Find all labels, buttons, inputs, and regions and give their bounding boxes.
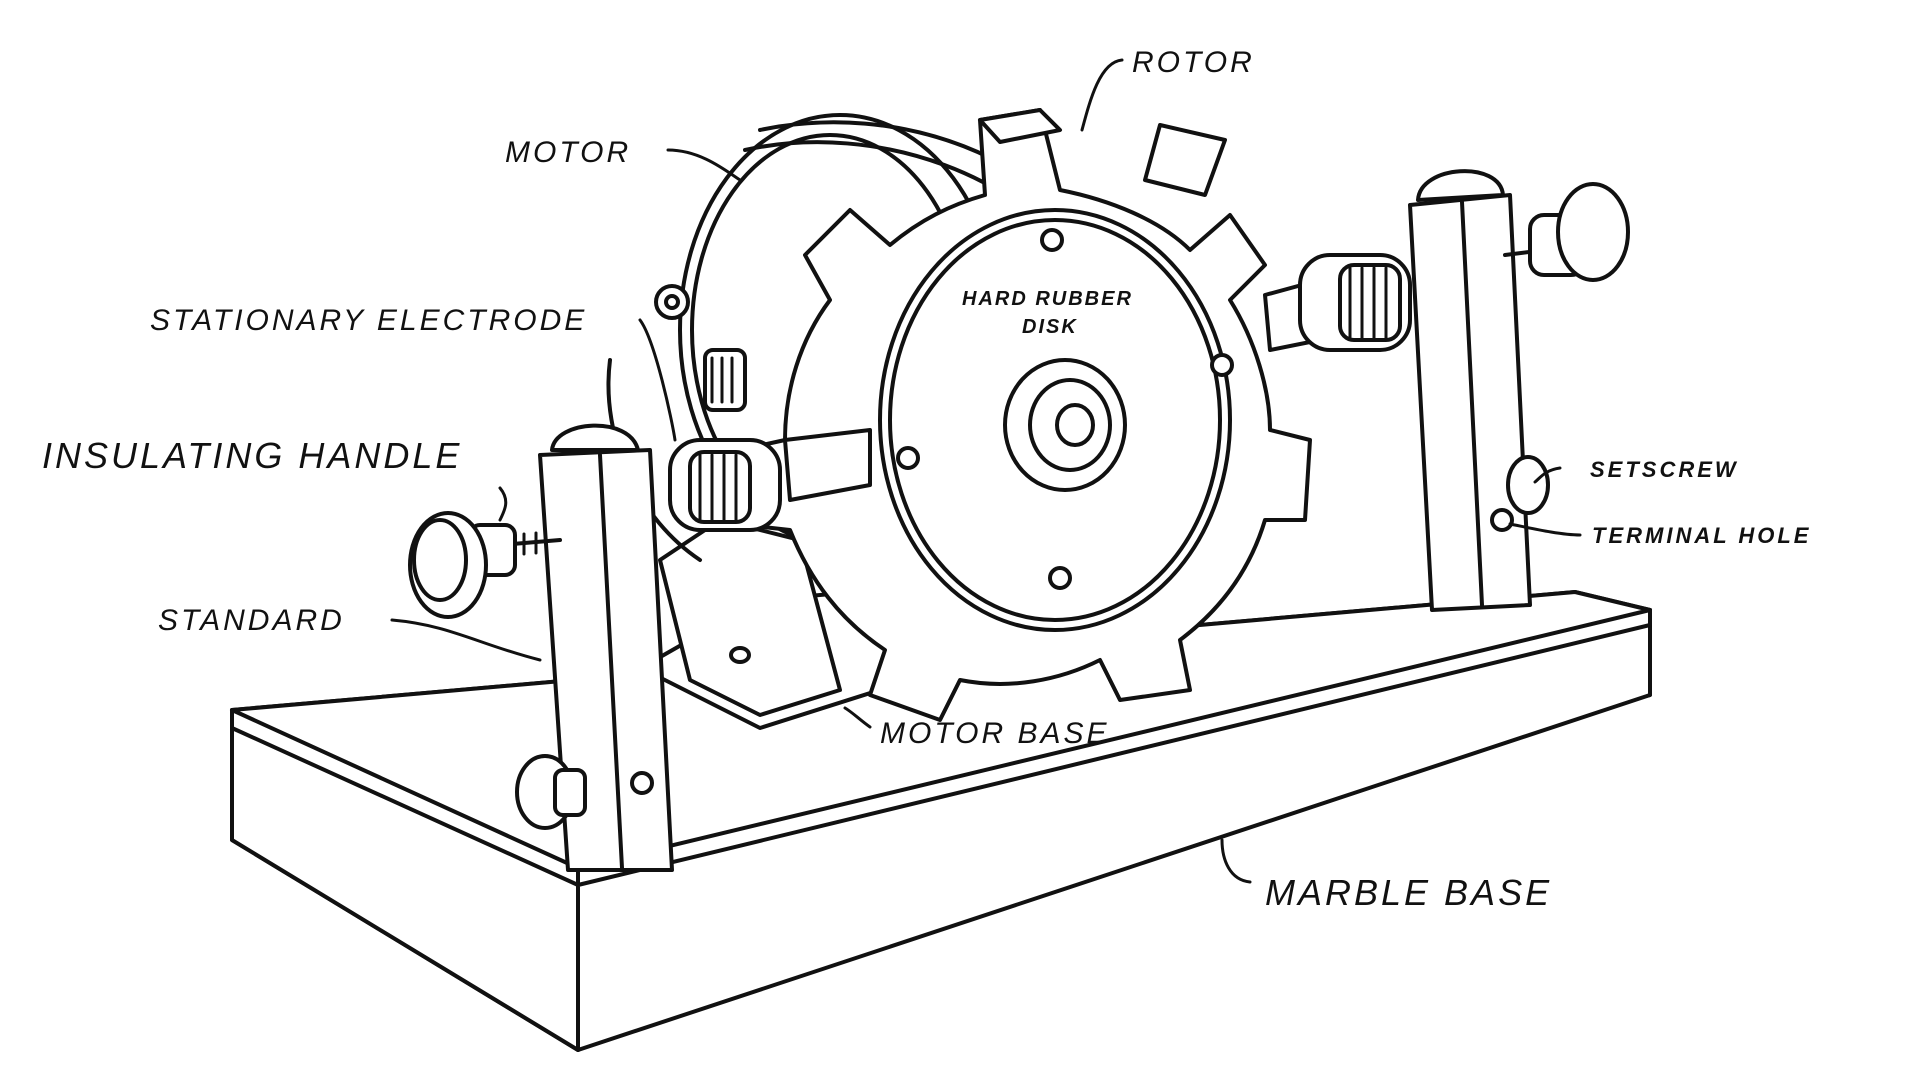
terminal-hole-right [1490, 508, 1514, 532]
disk-screw-icon [1048, 566, 1072, 590]
label-marble-base: MARBLE BASE [1265, 872, 1552, 913]
right-handle [1503, 182, 1630, 282]
label-motor: MOTOR [505, 136, 631, 169]
right-electrode-holder [1298, 253, 1412, 352]
right-standard [1408, 169, 1532, 612]
stationary-electrode [654, 284, 747, 412]
disk-screw-icon [1210, 353, 1234, 377]
leader-lines [390, 58, 1582, 884]
label-standard: STANDARD [158, 604, 345, 637]
disk-screw-icon [1040, 228, 1064, 252]
label-setscrew: SETSCREW [1590, 457, 1739, 482]
knurled-knob-icon [408, 511, 488, 619]
terminal-hole-left [630, 771, 654, 795]
knurled-knob-icon [1556, 182, 1630, 282]
setscrews [515, 455, 1550, 830]
left-electrode-holder [668, 438, 782, 532]
label-hard-rubber-disk-line1: HARD RUBBER [962, 288, 1133, 310]
label-rotor: ROTOR [1132, 46, 1255, 79]
label-stationary-electrode: STATIONARY ELECTRODE [150, 304, 587, 337]
disk-screw-icon [896, 446, 920, 470]
label-insulating-handle: INSULATING HANDLE [42, 435, 462, 476]
label-hard-rubber-disk-line2: DISK [1022, 316, 1078, 338]
insulating-handle [408, 511, 562, 619]
setscrew-right-icon [1506, 455, 1550, 515]
label-terminal-hole: TERMINAL HOLE [1592, 523, 1811, 548]
label-motor-base: MOTOR BASE [880, 717, 1109, 750]
hard-rubber-disk [878, 208, 1234, 632]
left-standard [538, 423, 674, 872]
